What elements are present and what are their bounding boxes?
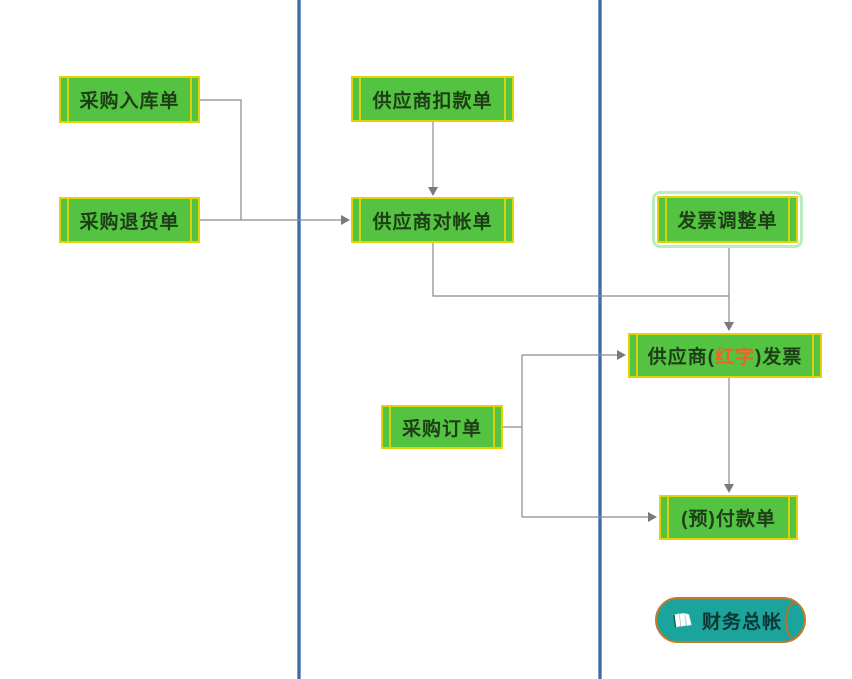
document-stripe <box>389 407 391 447</box>
document-stripe <box>665 198 667 241</box>
node-supplier-red-invoice[interactable]: 供应商(红字)发票 <box>628 333 822 378</box>
node-label: 采购退货单 <box>79 211 180 233</box>
document-stripe <box>636 335 638 376</box>
node-invoice-adjustment[interactable]: 发票调整单 <box>657 196 798 243</box>
document-stripe <box>359 78 361 120</box>
node-supplier-statement[interactable]: 供应商对帐单 <box>351 197 514 243</box>
arrowhead-right-statement <box>341 215 350 225</box>
node-label: 供应商扣款单 <box>372 90 493 112</box>
document-stripe <box>67 78 69 121</box>
node-general-ledger[interactable]: 财务总帐 <box>655 597 806 643</box>
node-prepayment[interactable]: (预)付款单 <box>659 495 798 540</box>
node-label: (预)付款单 <box>681 509 776 530</box>
node-label: 采购入库单 <box>79 91 180 112</box>
connector-lines <box>200 99 730 518</box>
arrowhead-down-payment <box>724 484 734 493</box>
node-label: 供应商(红字)发票 <box>648 342 803 369</box>
document-stripe <box>504 78 506 120</box>
node-label: 发票调整单 <box>677 211 778 232</box>
arrowheads <box>341 187 734 522</box>
document-stripe <box>67 199 69 241</box>
arrowhead-right-payment <box>648 512 657 522</box>
arrowhead-down-invoice <box>724 322 734 331</box>
column-divider-right <box>598 0 602 679</box>
arrowhead-right-invoice <box>617 350 626 360</box>
node-label: 采购订单 <box>401 418 482 440</box>
node-purchase-inbound[interactable]: 采购入库单 <box>59 76 200 123</box>
node-purchase-return[interactable]: 采购退货单 <box>59 197 200 243</box>
arrowhead-down-statement <box>428 187 438 196</box>
connector-statement-to-invoice <box>432 243 729 297</box>
document-stripe <box>812 335 814 376</box>
node-label-suffix: )发票 <box>755 347 803 368</box>
document-stripe <box>788 198 790 241</box>
node-label: 供应商对帐单 <box>372 211 493 233</box>
document-stripe <box>667 497 669 538</box>
node-supplier-deduction[interactable]: 供应商扣款单 <box>351 76 514 122</box>
node-label: 财务总帐 <box>701 611 782 633</box>
document-stripe <box>190 199 192 241</box>
node-purchase-order[interactable]: 采购订单 <box>381 405 503 449</box>
document-stripe <box>190 78 192 121</box>
document-stripe <box>788 497 790 538</box>
connector-inbound-to-statement <box>200 99 242 220</box>
node-label-red-text: 红字 <box>714 347 755 368</box>
connector-order-branches <box>503 354 648 518</box>
documents-stack-icon <box>673 612 692 628</box>
document-stripe <box>504 199 506 241</box>
document-stripe <box>359 199 361 241</box>
column-divider-left <box>297 0 301 679</box>
cylinder-end-arc <box>784 601 795 641</box>
document-stripe <box>493 407 495 447</box>
node-invoice-adjustment-selection: 发票调整单 <box>652 191 803 248</box>
node-label-prefix: 供应商( <box>647 347 715 368</box>
